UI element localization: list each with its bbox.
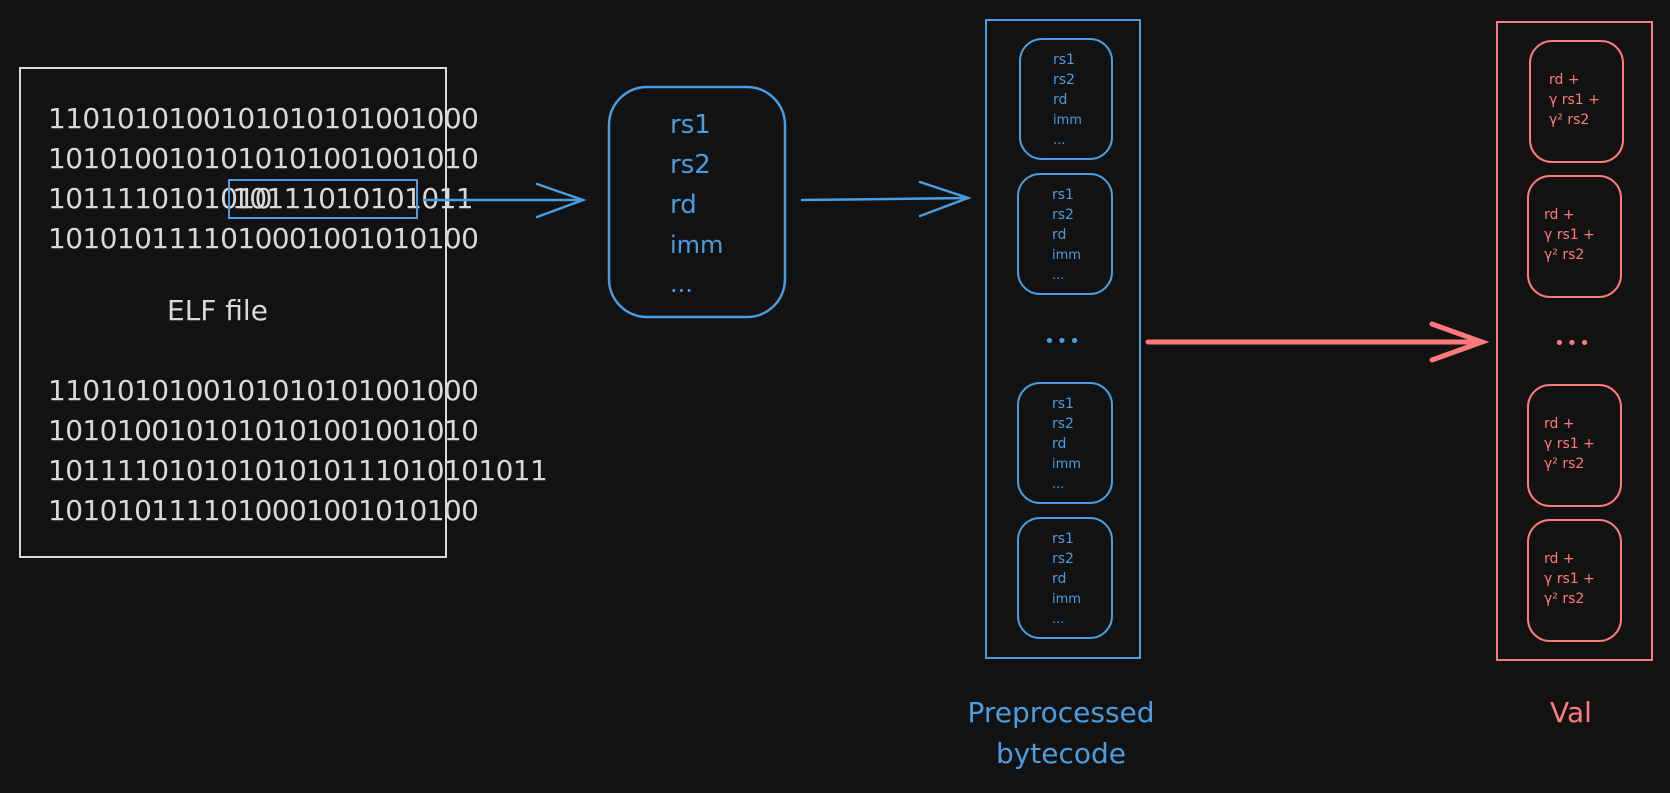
svg-text:imm: imm [1052, 592, 1081, 607]
elf-file-label: ELF file [167, 294, 268, 327]
elf-line-8: 1010101111010001001010100 [48, 494, 478, 527]
svg-text:γ² rs2: γ² rs2 [1544, 456, 1584, 472]
svg-text:rd +: rd + [1549, 72, 1580, 88]
svg-text:γ rs1 +: γ rs1 + [1544, 571, 1595, 587]
svg-text:rd: rd [1052, 571, 1066, 587]
preprocessed-ellipsis: ••• [1044, 331, 1082, 352]
preprocessed-entry: rs1 rs2 rd imm ... [1019, 38, 1113, 160]
svg-text:rd: rd [1052, 436, 1066, 452]
decoded-field-rs1: rs1 [670, 110, 711, 140]
svg-text:γ rs1 +: γ rs1 + [1544, 436, 1595, 452]
val-entry: rd + γ rs1 + γ² rs2 [1527, 384, 1622, 507]
svg-text:...: ... [1052, 477, 1064, 492]
svg-text:rs2: rs2 [1053, 72, 1075, 88]
elf-line-6: 1010100101010101001001010 [48, 414, 478, 447]
svg-text:imm: imm [1052, 457, 1081, 472]
preprocessed-entry: rs1 rs2 rd imm ... [1017, 382, 1113, 504]
elf-line-1: 1101010100101010101001000 [48, 102, 478, 135]
svg-text:rd +: rd + [1544, 207, 1575, 223]
preprocessed-entry: rs1 rs2 rd imm ... [1017, 173, 1113, 295]
svg-text:...: ... [1053, 133, 1065, 148]
val-entry: rd + γ rs1 + γ² rs2 [1527, 519, 1622, 642]
svg-text:γ rs1 +: γ rs1 + [1549, 92, 1600, 108]
svg-text:rd +: rd + [1544, 416, 1575, 432]
elf-line-3-highlighted: 10111010101011 [232, 182, 473, 215]
svg-text:γ² rs2: γ² rs2 [1549, 112, 1589, 128]
svg-text:...: ... [1052, 268, 1064, 283]
val-entry: rd + γ rs1 + γ² rs2 [1529, 40, 1624, 163]
decoded-instruction-box: rs1 rs2 rd imm ... [607, 85, 787, 319]
preprocessed-border [985, 19, 1141, 659]
svg-text:...: ... [1052, 612, 1064, 627]
svg-text:imm: imm [1052, 248, 1081, 263]
preprocessed-label-line1: Preprocessed [967, 696, 1154, 729]
svg-text:imm: imm [1053, 113, 1082, 128]
svg-text:rs2: rs2 [1052, 207, 1074, 223]
svg-text:rs1: rs1 [1053, 52, 1075, 68]
val-border [1496, 21, 1653, 661]
arrow-elf-to-decoded [423, 182, 587, 219]
arrow-decoded-to-preprocessed [800, 180, 972, 218]
instruction-highlight-box [228, 179, 418, 219]
decoded-instruction-border [607, 85, 787, 319]
decoded-field-more: ... [670, 270, 693, 298]
val-column: rd + γ rs1 + γ² rs2 rd + γ rs1 + γ² rs2 … [1496, 21, 1653, 729]
decoded-field-imm: imm [670, 231, 723, 259]
elf-file-border [19, 67, 447, 558]
decoded-field-rs2: rs2 [670, 150, 711, 180]
elf-file-box: 1101010100101010101001000 10101001010101… [19, 67, 548, 558]
svg-text:γ rs1 +: γ rs1 + [1544, 227, 1595, 243]
svg-text:rs1: rs1 [1052, 396, 1074, 412]
preprocessed-label-line2: bytecode [996, 737, 1126, 770]
elf-line-2: 1010100101010101001001010 [48, 142, 478, 175]
elf-line-4: 1010101111010001001010100 [48, 222, 478, 255]
preprocessed-entry: rs1 rs2 rd imm ... [1017, 517, 1113, 639]
val-label: Val [1550, 696, 1592, 729]
svg-text:rs2: rs2 [1052, 416, 1074, 432]
svg-text:γ² rs2: γ² rs2 [1544, 591, 1584, 607]
preprocessed-bytecode-column: rs1 rs2 rd imm ... rs1 rs2 rd imm ... ••… [967, 19, 1155, 770]
decoded-field-rd: rd [670, 190, 697, 220]
elf-line-3-prefix: 1011110101010 [48, 182, 272, 215]
val-ellipsis: ••• [1554, 333, 1592, 354]
svg-text:rd: rd [1053, 92, 1067, 108]
svg-text:γ² rs2: γ² rs2 [1544, 247, 1584, 263]
elf-line-5: 1101010100101010101001000 [48, 374, 478, 407]
svg-text:rs2: rs2 [1052, 551, 1074, 567]
svg-text:rd +: rd + [1544, 551, 1575, 567]
elf-line-7: 10111101010101010111010101011 [48, 454, 547, 487]
arrow-preprocessed-to-val [1145, 321, 1490, 363]
svg-text:rd: rd [1052, 227, 1066, 243]
svg-text:rs1: rs1 [1052, 531, 1074, 547]
val-entry: rd + γ rs1 + γ² rs2 [1527, 175, 1622, 298]
svg-text:rs1: rs1 [1052, 187, 1074, 203]
